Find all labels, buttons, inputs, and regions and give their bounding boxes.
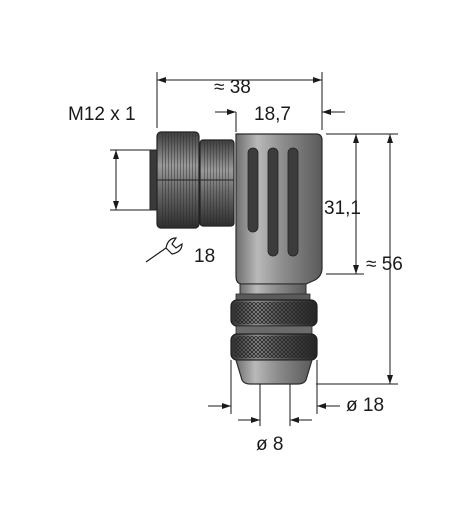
- cable-gland: [230, 299, 318, 385]
- overall-height-label: ≈ 56: [366, 254, 403, 275]
- head-height-label: 31,1: [324, 198, 361, 219]
- head-width-label: 18,7: [254, 104, 291, 125]
- hex-nut: [199, 139, 235, 227]
- overall-width-label: ≈ 38: [214, 77, 251, 98]
- cable-diameter-label: ø 8: [256, 434, 283, 455]
- thread-label: M12 x 1: [68, 104, 136, 125]
- wrench-icon: [145, 237, 183, 263]
- connector-body: [149, 131, 323, 385]
- wrench-size-label: 18: [194, 246, 215, 267]
- outer-diameter-label: ø 18: [346, 395, 384, 416]
- coupling-nut: [149, 131, 200, 229]
- dimension-lines: [110, 72, 398, 426]
- housing-grip-slots: [247, 147, 299, 257]
